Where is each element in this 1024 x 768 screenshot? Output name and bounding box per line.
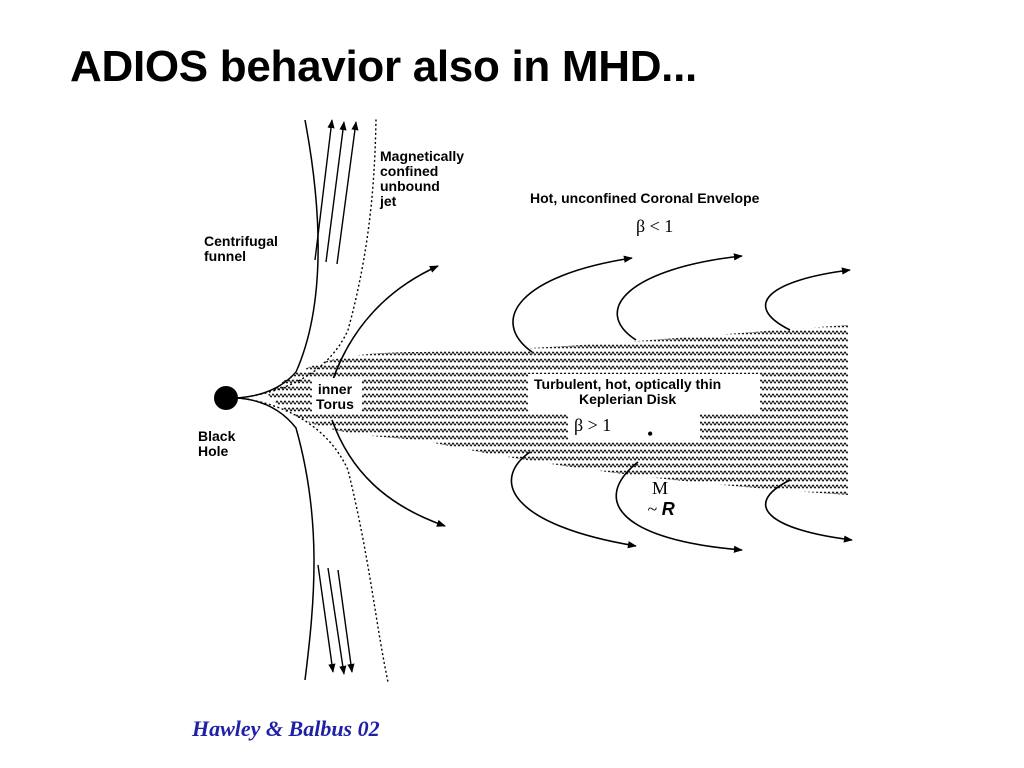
jet-label: Magnetically confined unbound jet [380,148,465,209]
mdot-symbol: • M [647,424,669,498]
torus-label-box [312,378,362,414]
envelope-beta: β < 1 [636,216,674,236]
jet-boundary [237,117,389,683]
black-hole-label: Black Hole [198,428,236,459]
disk-formula-box [568,414,700,440]
mdot-dot: • [647,424,654,444]
coronal-loops-bottom [510,451,853,553]
torus-outflow-arrows [331,265,446,527]
black-hole [214,386,238,410]
disk-mdot: • M ~ R [634,415,675,520]
coronal-loops-top [512,253,851,353]
slide-title: ADIOS behavior also in MHD... [70,42,697,91]
funnel-label: Centrifugal funnel [204,233,278,264]
centrifugal-funnel [237,119,319,681]
jet-arrows-up [314,119,359,265]
disk-beta: β > 1 [574,415,612,435]
disk-label: Turbulent, hot, optically thin Keplerian… [534,376,722,407]
jet-arrows-down [317,564,355,675]
citation: Hawley & Balbus 02 [192,716,380,741]
disk-label-box [528,374,760,414]
envelope-label: Hot, unconfined Coronal Envelope [530,190,760,206]
torus-label: inner Torus [316,381,354,412]
